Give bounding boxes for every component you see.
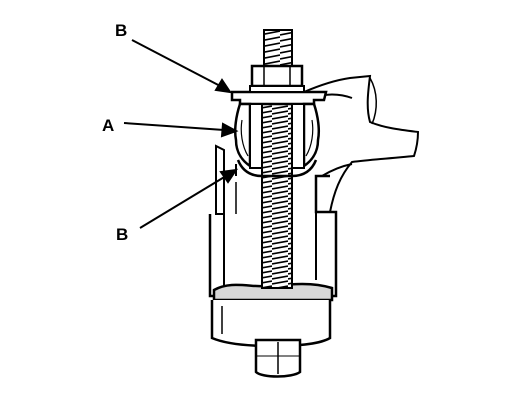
top-nut xyxy=(250,64,304,88)
arrowhead-a xyxy=(220,122,239,138)
callout-arrows xyxy=(123,39,239,229)
leader-a xyxy=(123,122,225,131)
leader-b-bottom xyxy=(139,175,227,229)
arrowhead-b-top xyxy=(214,78,233,94)
leader-b-top xyxy=(131,39,225,89)
label-a: A xyxy=(102,116,114,135)
threaded-bolt xyxy=(254,29,302,378)
label-b-top: B xyxy=(115,21,127,40)
arrowhead-b-bottom xyxy=(219,168,239,184)
label-b-bottom: B xyxy=(116,225,128,244)
bushing xyxy=(233,102,321,169)
